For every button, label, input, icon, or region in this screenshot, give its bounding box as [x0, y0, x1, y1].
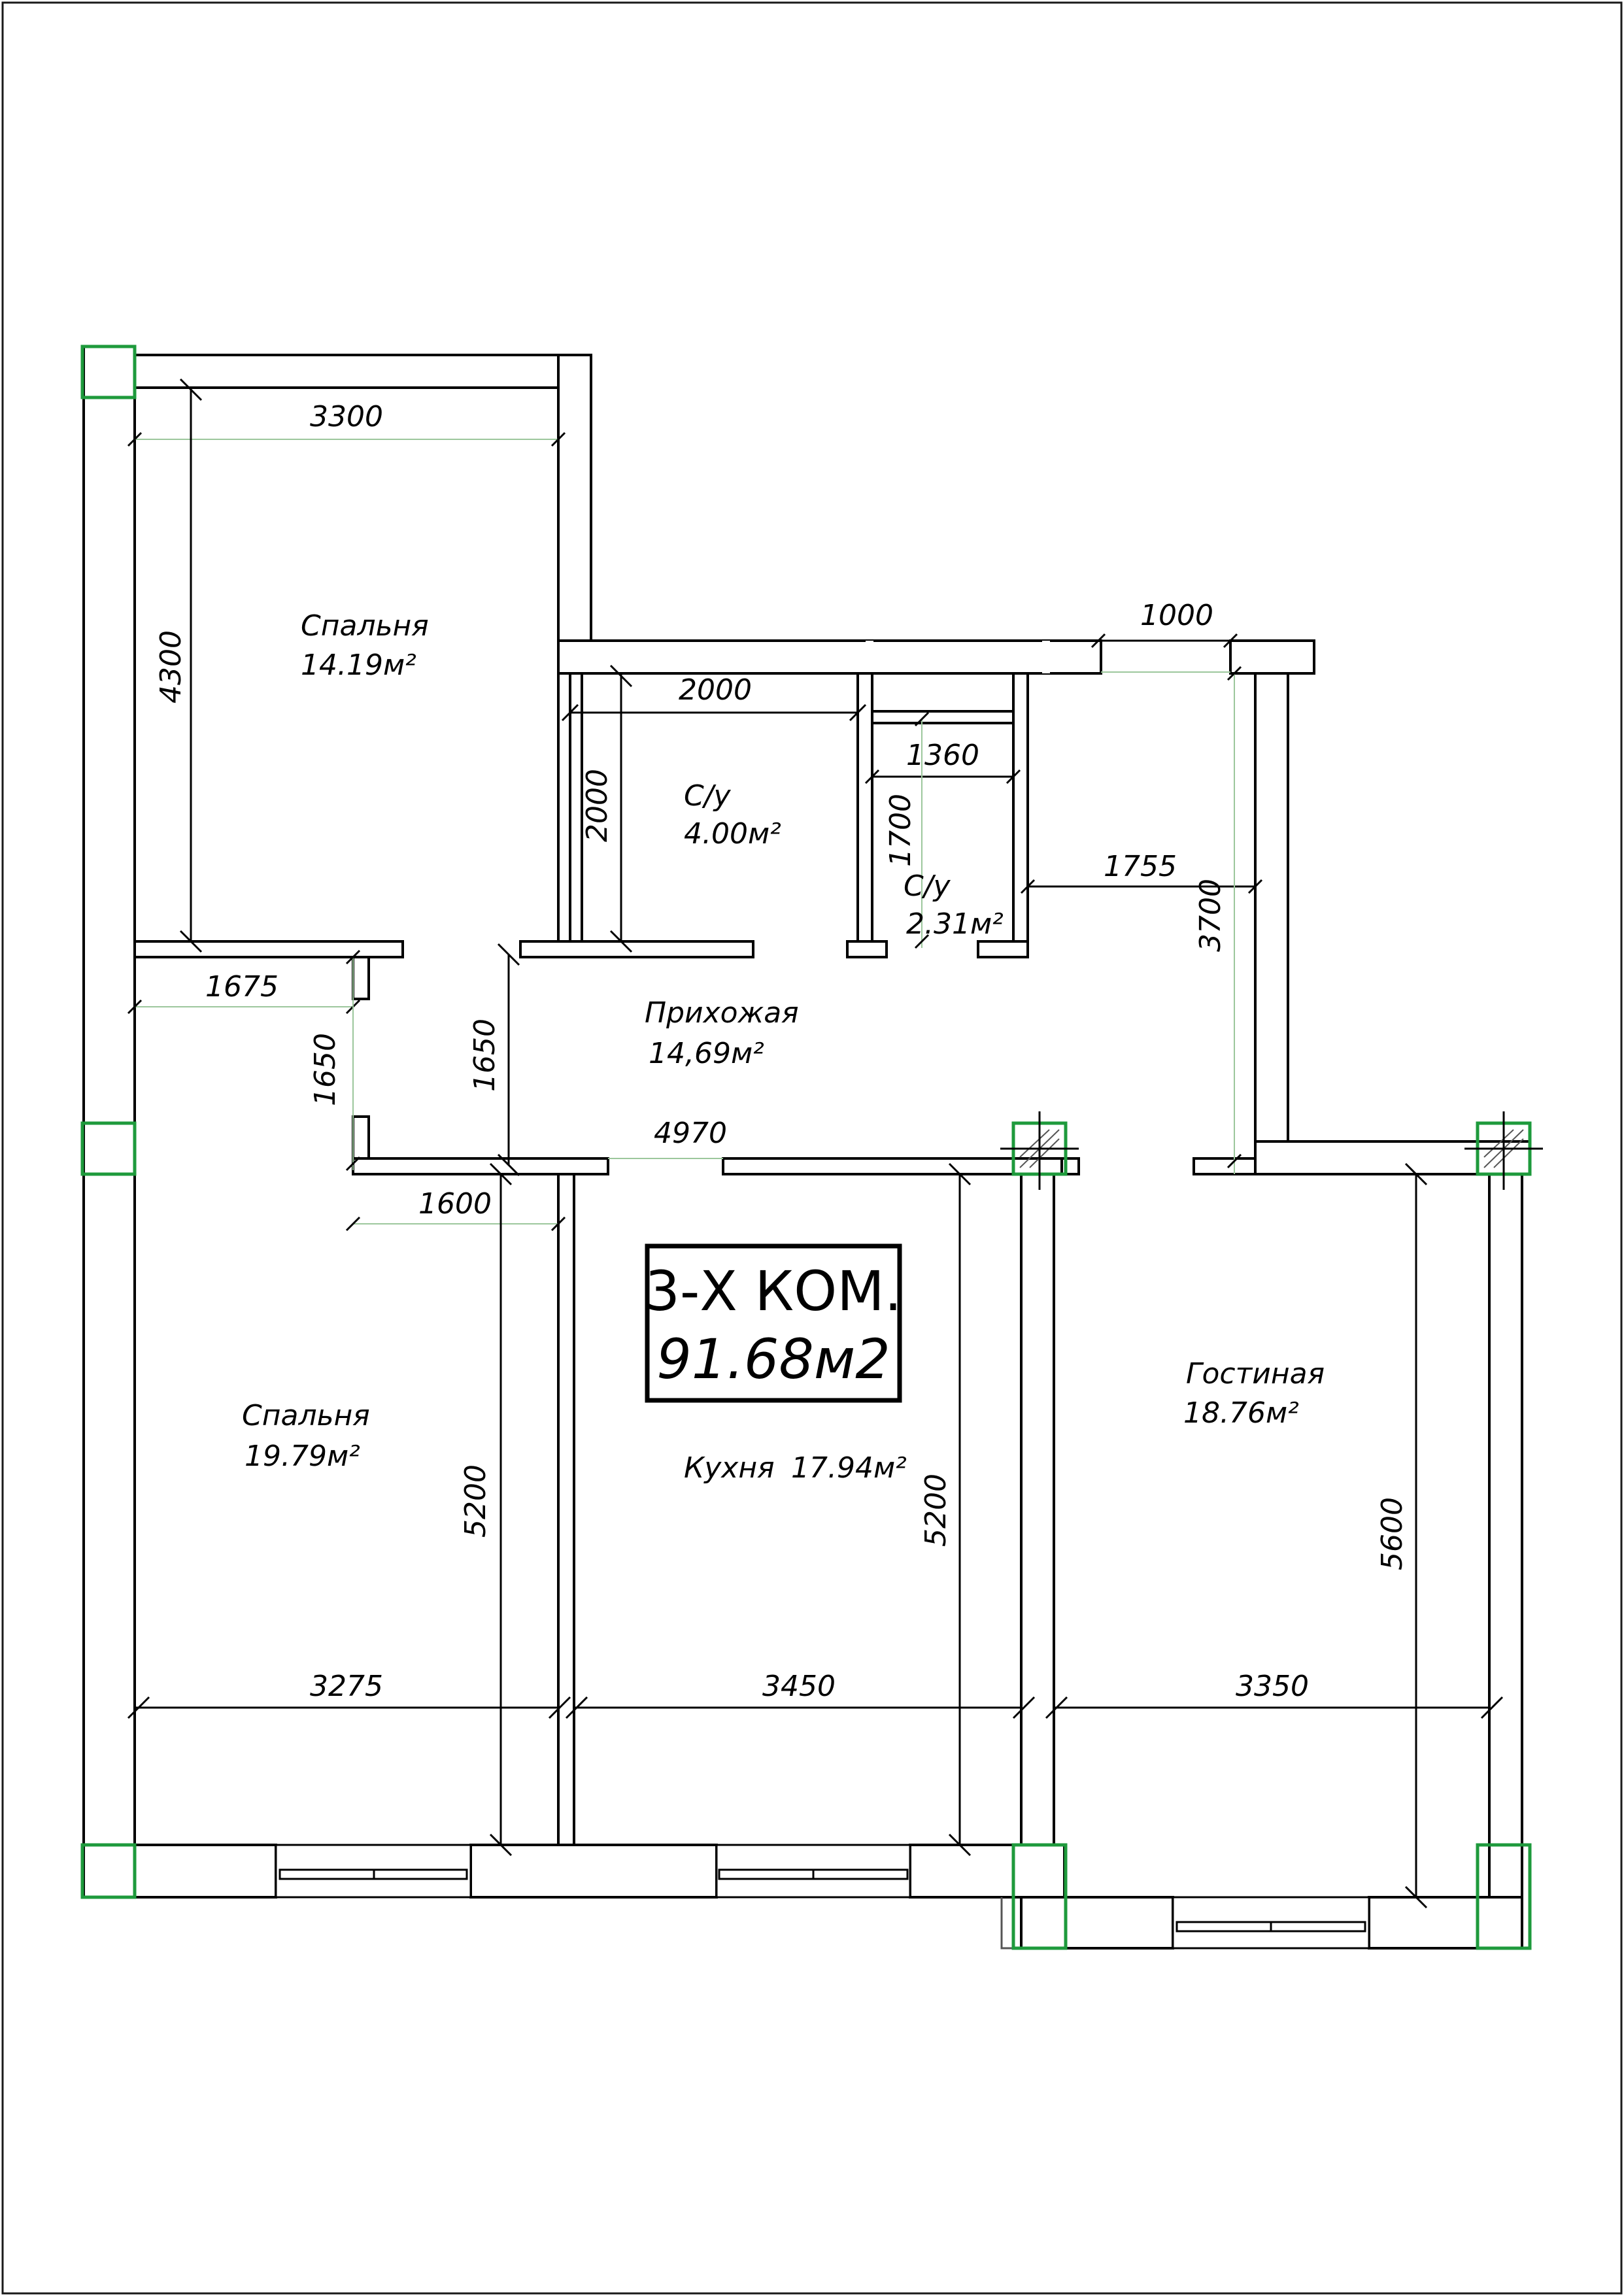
room-bathroom-small-area: 2.31м²	[906, 907, 1004, 941]
room-living-name: Гостиная	[1186, 1357, 1325, 1391]
room-kitchen-area: 17.94м²	[791, 1451, 907, 1485]
room-bathroom-large-name: С/у	[684, 779, 732, 813]
dim-1000: 1000	[1140, 599, 1213, 632]
room-bathroom-large-area: 4.00м²	[684, 817, 781, 851]
wall-top-corridor	[557, 639, 1102, 675]
room-living-area: 18.76м²	[1183, 1396, 1299, 1430]
wall-living-bottom-1	[1020, 1896, 1174, 1950]
column-mid-left	[80, 1121, 137, 1176]
wall-living-offset	[1000, 1897, 1021, 1950]
column-hatched-right	[1464, 1111, 1543, 1190]
dim-2000-horizontal: 2000	[679, 673, 752, 707]
dim-3300: 3300	[310, 400, 383, 433]
window-living	[1172, 1896, 1370, 1950]
wall-hall-lower-left	[352, 1157, 609, 1175]
dim-1755: 1755	[1104, 850, 1177, 883]
wall-bath-bottom-mid	[846, 940, 888, 958]
dim-1700: 1700	[884, 794, 917, 867]
dim-5200-right: 5200	[919, 1474, 953, 1547]
wall-kitchen-living	[1020, 1173, 1055, 1846]
column-hatched-center	[1000, 1111, 1079, 1190]
dim-3700: 3700	[1194, 879, 1227, 952]
wall-living-right	[1488, 1173, 1523, 1950]
room-hallway-name: Прихожая	[645, 996, 799, 1030]
dim-3350: 3350	[1236, 1670, 1309, 1703]
wall-hall-lower-living	[1193, 1157, 1257, 1175]
dim-4970: 4970	[654, 1117, 727, 1150]
wall-living-bottom-2	[1368, 1896, 1523, 1950]
title-frame	[645, 1243, 902, 1403]
dim-1650-left: 1650	[309, 1033, 342, 1106]
wall-top-right-short	[1229, 639, 1315, 675]
wall-bedroom-divider-stub	[352, 956, 370, 1000]
dim-1675: 1675	[205, 970, 279, 1004]
room-hallway-area: 14,69м²	[649, 1037, 764, 1070]
column-top-left	[80, 345, 137, 399]
wall-bottom-1	[133, 1844, 277, 1899]
wall-top-bedroom-right	[557, 354, 592, 670]
title-box: 3-Х КОМ. 91.68м2	[645, 1243, 902, 1403]
wall-bath-mid	[856, 672, 873, 945]
dim-3450: 3450	[762, 1670, 836, 1703]
columns	[80, 345, 1543, 1950]
wall-hall-lower-mid	[722, 1157, 1080, 1175]
dimension-lines	[127, 378, 1504, 1909]
dim-1650-mid: 1650	[468, 1019, 501, 1092]
dim-3275: 3275	[310, 1670, 383, 1703]
dim-1360: 1360	[906, 739, 979, 772]
room-kitchen-name: Кухня	[684, 1451, 775, 1485]
column-bottom-left	[80, 1843, 137, 1899]
room-bathroom-small-name: С/у	[904, 869, 951, 903]
wall-bath-right	[1012, 672, 1029, 945]
wall-hall-lower-stub	[352, 1115, 370, 1160]
wall-bedroom-kitchen	[557, 1173, 575, 1846]
wall-top-bedroom-top	[133, 354, 560, 389]
room-bedroom-bottom-area: 19.79м²	[245, 1440, 360, 1473]
room-bedroom-bottom-name: Спальня	[242, 1399, 370, 1432]
wall-bath-small-top	[871, 710, 1015, 724]
room-labels: Спальня 14.19м² С/у 4.00м² С/у 2.31м² Пр…	[242, 609, 1325, 1485]
wall-bottom-3	[909, 1844, 1066, 1899]
window-kitchen	[715, 1844, 911, 1899]
column-bottom-right	[1476, 1843, 1532, 1950]
window-bedroom	[275, 1844, 472, 1899]
wall-bath-bottom-right	[977, 940, 1029, 958]
wall-hall-right	[1254, 672, 1289, 1143]
plan-total-area: 91.68м2	[656, 1327, 890, 1391]
dim-2000-vertical: 2000	[581, 769, 614, 842]
plan-title: 3-Х КОМ.	[645, 1259, 902, 1323]
dimension-labels: 3300 4300 1000 2000 2000 1360 1700 1755 …	[154, 400, 1409, 1703]
dim-1600: 1600	[418, 1187, 492, 1221]
dim-5200-left: 5200	[459, 1464, 492, 1538]
column-bottom-center	[1011, 1843, 1068, 1950]
wall-living-top	[1254, 1140, 1531, 1175]
dim-4300: 4300	[154, 630, 188, 703]
room-bedroom-top-area: 14.19м²	[301, 649, 416, 682]
wall-bedroom-divider	[133, 940, 404, 958]
windows	[275, 1844, 1370, 1950]
dim-5600: 5600	[1376, 1497, 1409, 1570]
wall-bath-bottom-left	[519, 940, 754, 958]
room-bedroom-top-name: Спальня	[301, 609, 429, 643]
